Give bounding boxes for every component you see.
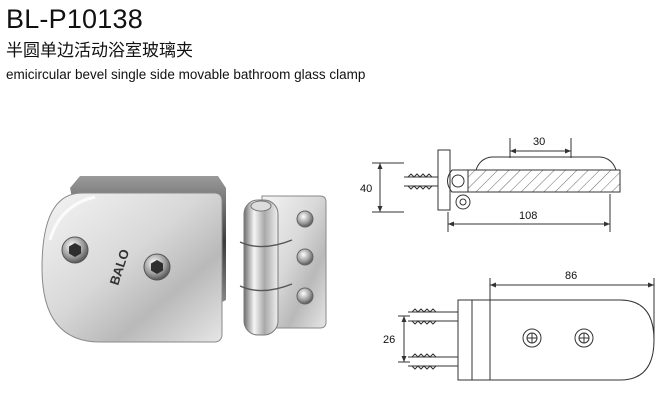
clamp-front-plate (41, 192, 223, 343)
hinge-screw-icon (296, 210, 314, 305)
product-model: BL-P10138 (6, 4, 143, 34)
product-name-english: emicircular bevel single side movable ba… (6, 67, 366, 82)
product-name-chinese: 半圆单边活动浴室玻璃夹 (6, 41, 193, 61)
hex-screw-icon (61, 236, 89, 264)
hinge-barrel (243, 199, 279, 336)
hex-screw-icon (143, 253, 171, 281)
